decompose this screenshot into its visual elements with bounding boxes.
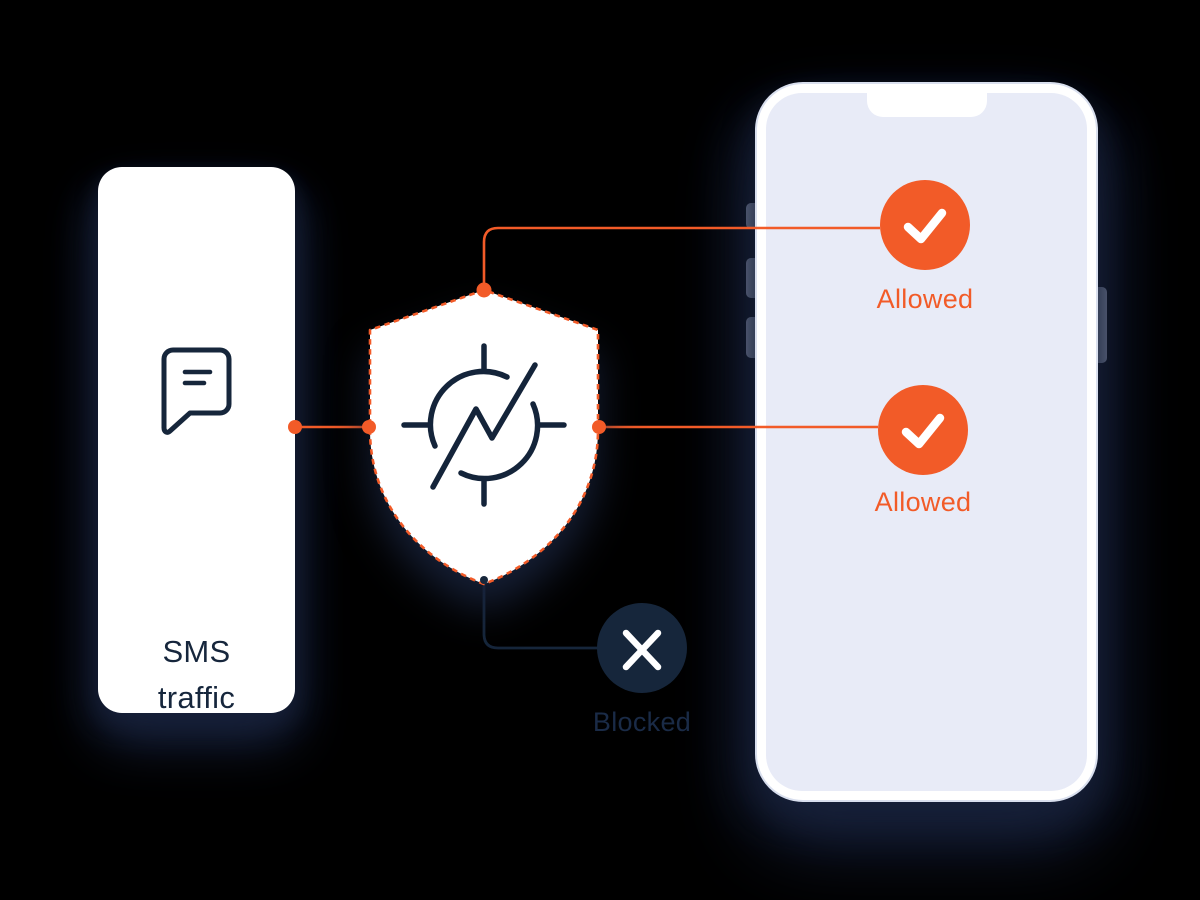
allowed-badge-middle [878,385,968,475]
dot-shield-apex [476,282,492,298]
checkmark-icon [901,413,945,449]
phone-notch [866,93,987,117]
filter-shield [368,288,600,586]
blocked-badge [597,603,687,693]
allowed-label-top: Allowed [876,284,974,314]
allowed-badge-top [880,180,970,270]
power-button [1095,287,1107,363]
signal-filter-compass-icon [401,343,567,507]
checkmark-icon [903,208,947,244]
dot-shield-bottom [480,576,488,584]
dot-shield-right [592,420,606,434]
line-shield-to-blocked [482,576,600,650]
x-icon [622,629,662,671]
sms-card-label: SMS traffic [98,629,295,721]
chat-bubble-icon [161,347,231,435]
dot-shield-left [362,420,376,434]
blocked-label: Blocked [592,707,692,737]
sms-traffic-card: SMS traffic [98,167,295,715]
sms-label-line1: SMS [162,634,231,669]
sms-label-line2: traffic [157,680,236,715]
allowed-label-middle: Allowed [874,487,972,517]
